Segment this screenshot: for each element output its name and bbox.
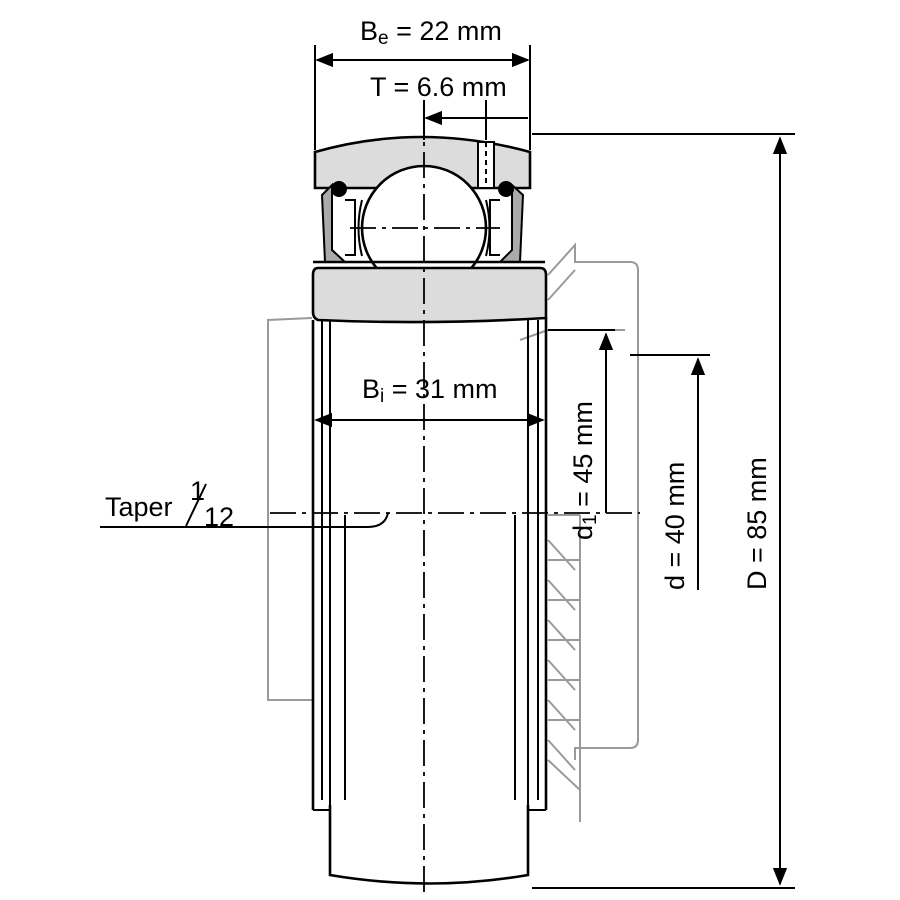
taper-word: Taper xyxy=(105,492,173,522)
bearing-bore xyxy=(311,318,548,885)
taper-fraction-slash xyxy=(185,483,207,527)
t-label: T = 6.6 mm xyxy=(370,72,507,102)
dimension-t xyxy=(423,100,528,140)
taper-label: Taper 1 12 xyxy=(105,476,234,532)
D-label: D = 85 mm xyxy=(742,457,772,590)
inner-ring xyxy=(311,260,548,324)
taper-numerator: 1 xyxy=(190,476,205,506)
outer-ring xyxy=(313,135,532,190)
taper-leader xyxy=(100,512,389,528)
bi-label: Bi = 31 mm xyxy=(362,374,498,407)
d-label: d = 40 mm xyxy=(660,462,690,590)
dimension-D xyxy=(532,133,795,889)
taper-denominator: 12 xyxy=(204,502,234,532)
dimension-d xyxy=(630,354,710,590)
center-lines xyxy=(270,110,640,895)
shaft-outline xyxy=(267,317,313,701)
dimension-d1 xyxy=(548,329,615,513)
be-label: Be = 22 mm xyxy=(360,16,502,49)
dimension-be xyxy=(314,45,531,150)
d1-label: d1 = 45 mm xyxy=(568,401,601,540)
